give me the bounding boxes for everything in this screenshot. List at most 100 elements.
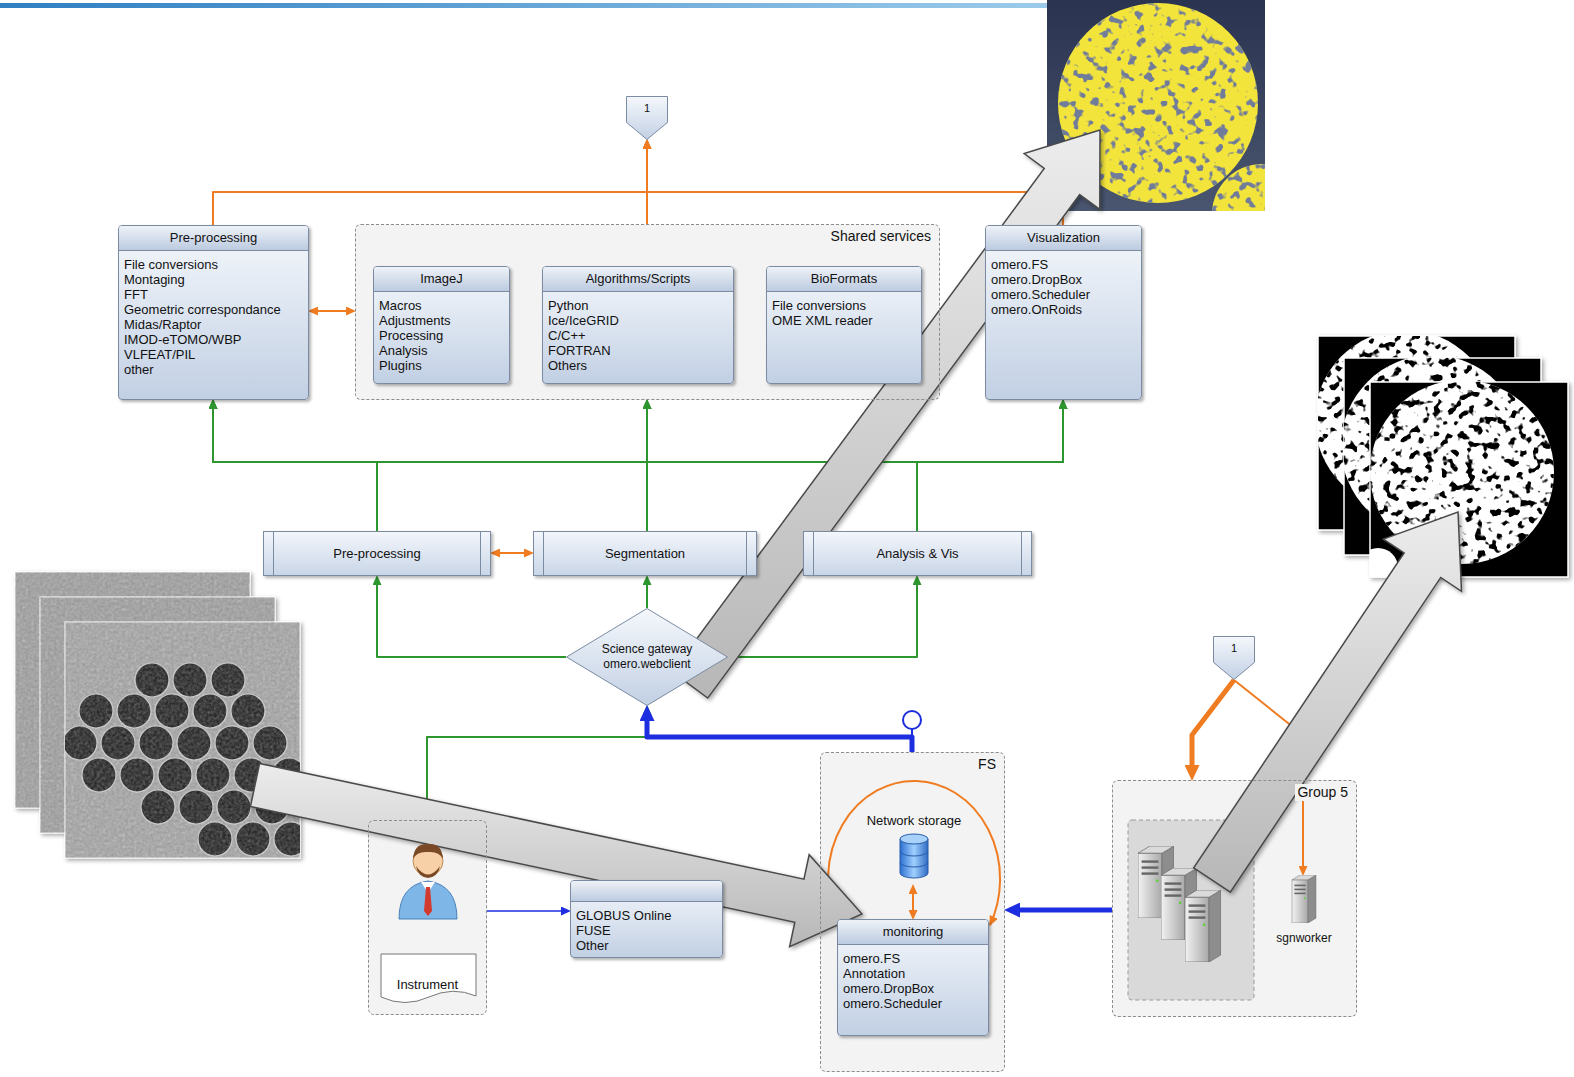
text-line: Processing: [379, 328, 503, 343]
gateway-label: Science gateway omero.webclient: [602, 642, 693, 672]
flow-connector: [318, 310, 346, 312]
surface-render: [1212, 164, 1265, 211]
text-line: other: [124, 362, 302, 377]
flow-connector: [917, 409, 1063, 531]
flow-connector: [487, 910, 561, 912]
process-box: Segmentation: [533, 531, 757, 576]
text-line: Geometric correspondance: [124, 302, 302, 317]
box-heading: monitoring: [838, 920, 988, 945]
tomogram-stack: [15, 572, 308, 858]
process-box: Pre-processing: [263, 531, 491, 576]
database-icon: [899, 833, 929, 879]
box-body: omero.FS omero.DropBox omero.Scheduler o…: [986, 251, 1141, 321]
text-line: FUSE: [576, 923, 716, 938]
box-body: omero.FS Annotation omero.DropBox omero.…: [838, 945, 988, 1015]
component-box: Algorithms/ScriptsPython Ice/IceGRID C/C…: [542, 266, 734, 384]
interface-lollipop: [903, 711, 921, 729]
user-and-instrument-icon: [399, 881, 457, 919]
group-heading: Shared services: [829, 228, 933, 245]
process-box: Analysis & Vis: [803, 531, 1032, 576]
flow-connector: [427, 715, 647, 820]
storage-label: Network storage: [867, 813, 962, 829]
tomogram-stack: [65, 663, 300, 856]
text-line: Adjustments: [379, 313, 503, 328]
text-line: omero.Scheduler: [991, 287, 1135, 302]
actor-group: Instrument: [368, 820, 487, 1015]
text-line: Ice/IceGRID: [548, 313, 727, 328]
box-body: Macros Adjustments Processing Analysis P…: [374, 292, 509, 377]
text-line: omero.Scheduler: [843, 996, 982, 1011]
group-fill: [355, 224, 1357, 1072]
flow-connector: [500, 552, 524, 554]
title-rule: [0, 3, 1047, 8]
flow-connector: [213, 409, 647, 531]
box-heading: Algorithms/Scripts: [543, 267, 733, 292]
flow-connector: [377, 409, 647, 531]
flow-connector: [912, 894, 914, 910]
text-line: Science gateway: [602, 642, 693, 657]
user-and-instrument-icon: [416, 866, 440, 878]
flow-connector: [647, 149, 1063, 225]
text-line: Macros: [379, 298, 503, 313]
pentagon-shape: [627, 97, 668, 140]
text-line: C/C++: [548, 328, 727, 343]
server-node: sgnworker: [1271, 875, 1337, 963]
text-line: Analysis: [379, 343, 503, 358]
sync-loop: [828, 781, 1000, 925]
flow-connector: [646, 585, 648, 608]
user-and-instrument-icon: [424, 887, 432, 916]
group-boundary: Network storage monitoringomero.FS Annota…: [820, 752, 1005, 1072]
box-heading: Pre-processing: [119, 226, 308, 251]
tomogram-stack: [65, 663, 300, 856]
pentagon-shape: [1214, 637, 1255, 680]
text-line: IMOD-eTOMO/WBP: [124, 332, 302, 347]
server-cluster: [1185, 890, 1221, 962]
flow-connector: [377, 585, 566, 657]
text-line: Midas/Raptor: [124, 317, 302, 332]
box-body: File conversions Montaging FFT Geometric…: [119, 251, 308, 381]
box-body: Python Ice/IceGRID C/C++ FORTRAN Others: [543, 292, 733, 377]
text-line: GLOBUS Online: [576, 908, 716, 923]
text-line: omero.webclient: [602, 657, 693, 672]
group-fill: [355, 224, 940, 400]
process-side-bar: [746, 532, 747, 575]
process-label: Pre-processing: [333, 546, 420, 561]
process-arrow: [250, 763, 862, 946]
text-line: File conversions: [772, 298, 915, 313]
text-line: FFT: [124, 287, 302, 302]
flow-connector: [647, 721, 912, 752]
database-icon: [900, 839, 928, 878]
database-icon: [900, 851, 928, 867]
process-side-bar: [543, 532, 544, 575]
text-line: Montaging: [124, 272, 302, 287]
text-line: omero.FS: [843, 951, 982, 966]
server-icon: [1292, 875, 1316, 923]
callout-number: 1: [644, 96, 650, 140]
flow-connector: [377, 409, 1063, 531]
process-label: Analysis & Vis: [876, 546, 958, 561]
storage-node: Network storage: [854, 813, 974, 885]
offpage-connector: 1: [1213, 636, 1255, 680]
box-body: File conversions OME XML reader: [767, 292, 921, 332]
text-line: File conversions: [124, 257, 302, 272]
database-icon: [900, 834, 928, 844]
component-box: Pre-processingFile conversions Montaging…: [118, 225, 309, 400]
process-arrow: [1194, 512, 1462, 892]
header-band: [571, 881, 722, 902]
text-line: omero.OnRoids: [991, 302, 1135, 317]
group-boundary: ImageJMacros Adjustments Processing Anal…: [355, 224, 940, 400]
text-line: omero.DropBox: [843, 981, 982, 996]
gateway-diamond: Science gateway omero.webclient: [566, 608, 728, 706]
component-box: monitoringomero.FS Annotation omero.Drop…: [837, 919, 989, 1036]
text-line: Other: [576, 938, 716, 953]
flow-connector: [1192, 680, 1234, 765]
text-line: Python: [548, 298, 727, 313]
component-box: ImageJMacros Adjustments Processing Anal…: [373, 266, 510, 384]
group-heading: Group 5: [1295, 784, 1350, 801]
component-box: Visualizationomero.FS omero.DropBox omer…: [985, 225, 1142, 400]
diamond-shape: [567, 609, 728, 706]
server-icon: [1289, 875, 1319, 923]
